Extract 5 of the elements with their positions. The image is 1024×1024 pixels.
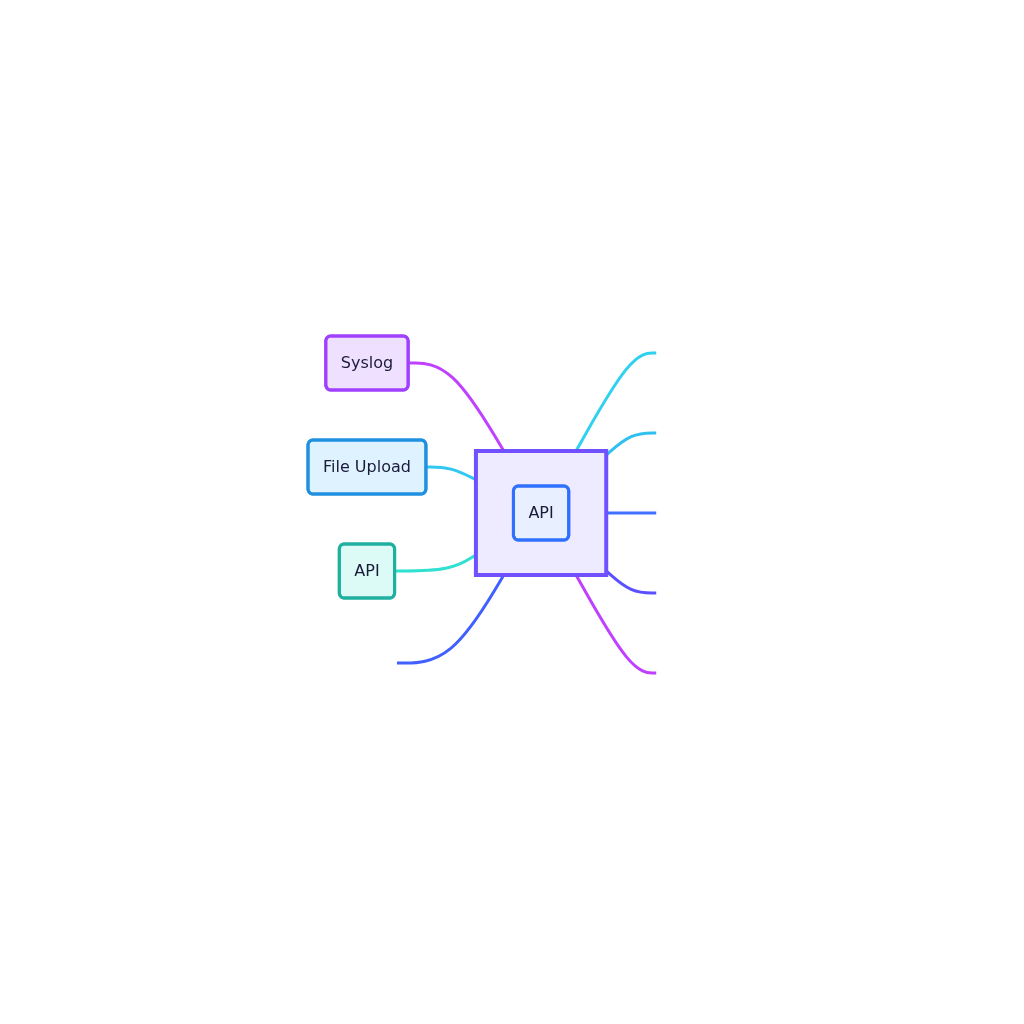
connector (605, 569, 657, 595)
cluster (473, 449, 609, 577)
connector (605, 431, 657, 457)
connector (408, 361, 505, 452)
connector (574, 351, 657, 452)
